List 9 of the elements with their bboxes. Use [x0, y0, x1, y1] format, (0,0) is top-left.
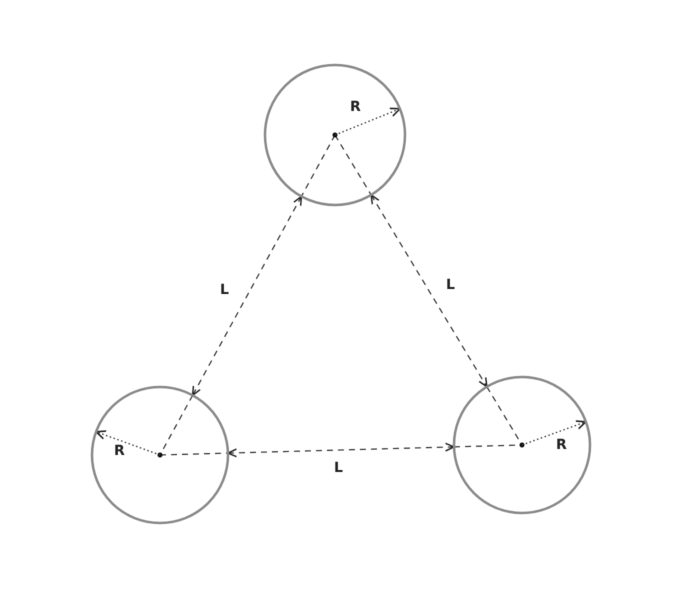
- circle-outline: [452, 375, 592, 515]
- dashed-arrow: [370, 194, 488, 388]
- circle-outline: [263, 63, 407, 207]
- dashed-arrow: [192, 196, 302, 396]
- dimension-label: R: [350, 100, 361, 114]
- dimension-label: R: [556, 438, 567, 452]
- dimension-label: R: [114, 444, 125, 458]
- circle-outline: [90, 385, 230, 525]
- dashed-arrow: [227, 442, 455, 458]
